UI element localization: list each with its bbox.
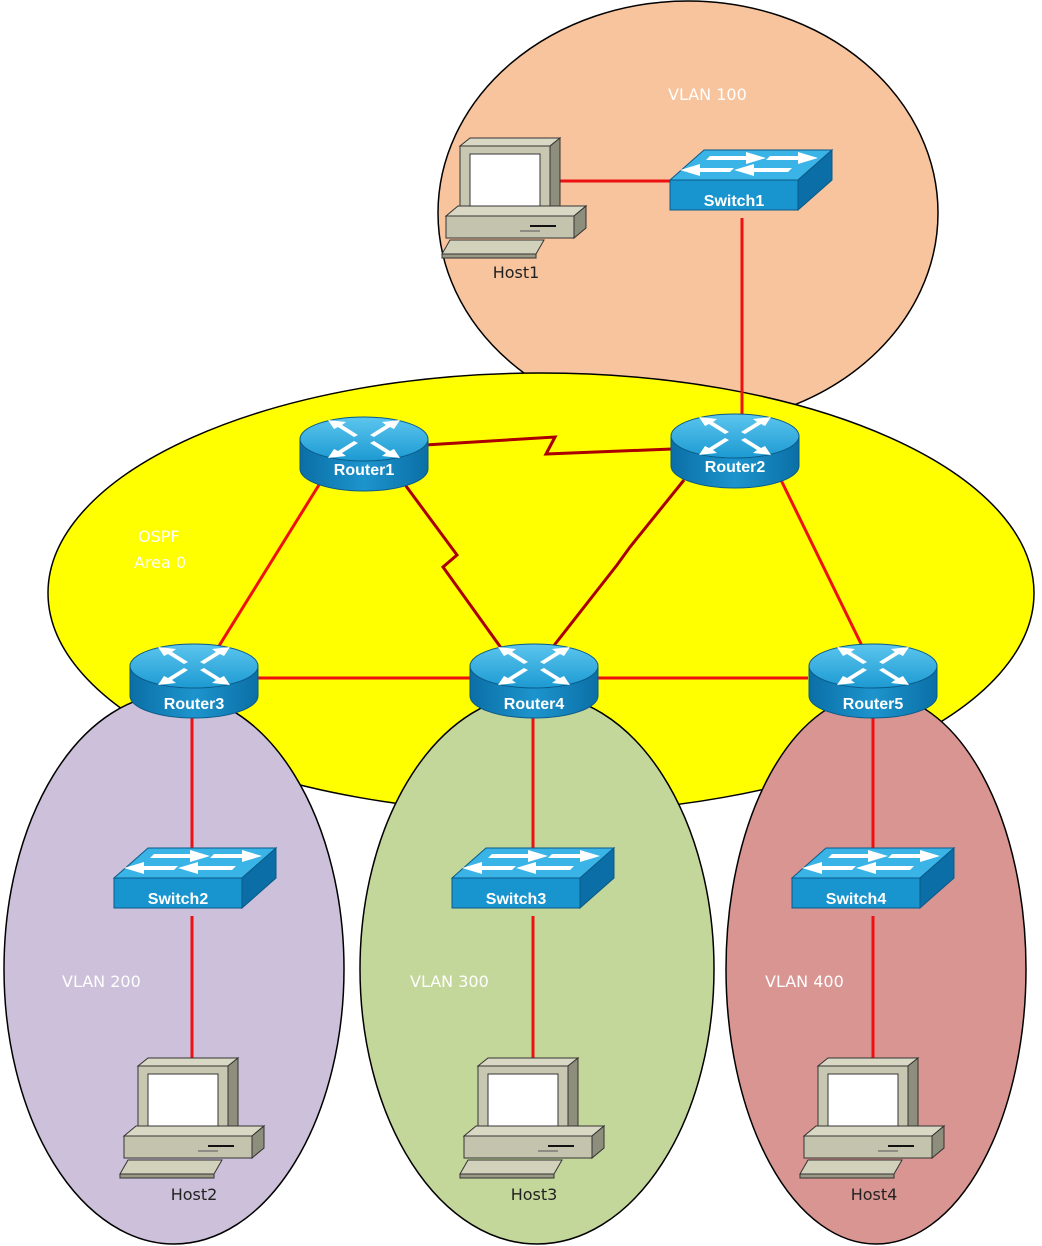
area-label: Area 0	[134, 553, 186, 572]
switch1-label: Switch1	[704, 193, 765, 210]
switch3-label: Switch3	[486, 891, 547, 908]
host3-label: Host3	[511, 1185, 558, 1204]
switch2[interactable]: Switch2	[113, 847, 277, 909]
vlan400-label: VLAN 400	[765, 972, 844, 991]
switch3[interactable]: Switch3	[451, 847, 615, 909]
switch4[interactable]: Switch4	[791, 847, 955, 909]
serial-router1-router4	[401, 481, 506, 653]
host1-label: Host1	[493, 263, 540, 282]
router3-label: Router3	[164, 696, 225, 713]
router4[interactable]: Router4	[469, 643, 599, 719]
router1-label: Router1	[334, 462, 395, 479]
ospf-label: OSPF	[138, 527, 180, 546]
router4-label: Router4	[504, 696, 565, 713]
vlan300-label: VLAN 300	[410, 972, 489, 991]
serial-links	[401, 435, 686, 653]
router5[interactable]: Router5	[808, 643, 938, 719]
vlan100-label: VLAN 100	[668, 85, 747, 104]
switch4-label: Switch4	[826, 891, 887, 908]
router5-label: Router5	[843, 696, 904, 713]
host2-label: Host2	[171, 1185, 218, 1204]
switch2-label: Switch2	[148, 891, 209, 908]
host4-label: Host4	[851, 1185, 898, 1204]
link-router1-router3	[212, 479, 324, 655]
serial-router2-router4	[550, 479, 686, 649]
switch1[interactable]: Switch1	[669, 149, 833, 211]
link-router2-router5	[778, 477, 868, 655]
vlan200-label: VLAN 200	[62, 972, 141, 991]
serial-router1-router2	[424, 435, 673, 456]
router2-label: Router2	[705, 459, 766, 476]
router2[interactable]: Router2	[670, 413, 800, 489]
ethernet-links	[190, 179, 875, 1058]
router3[interactable]: Router3	[129, 643, 259, 719]
router1[interactable]: Router1	[299, 416, 429, 492]
